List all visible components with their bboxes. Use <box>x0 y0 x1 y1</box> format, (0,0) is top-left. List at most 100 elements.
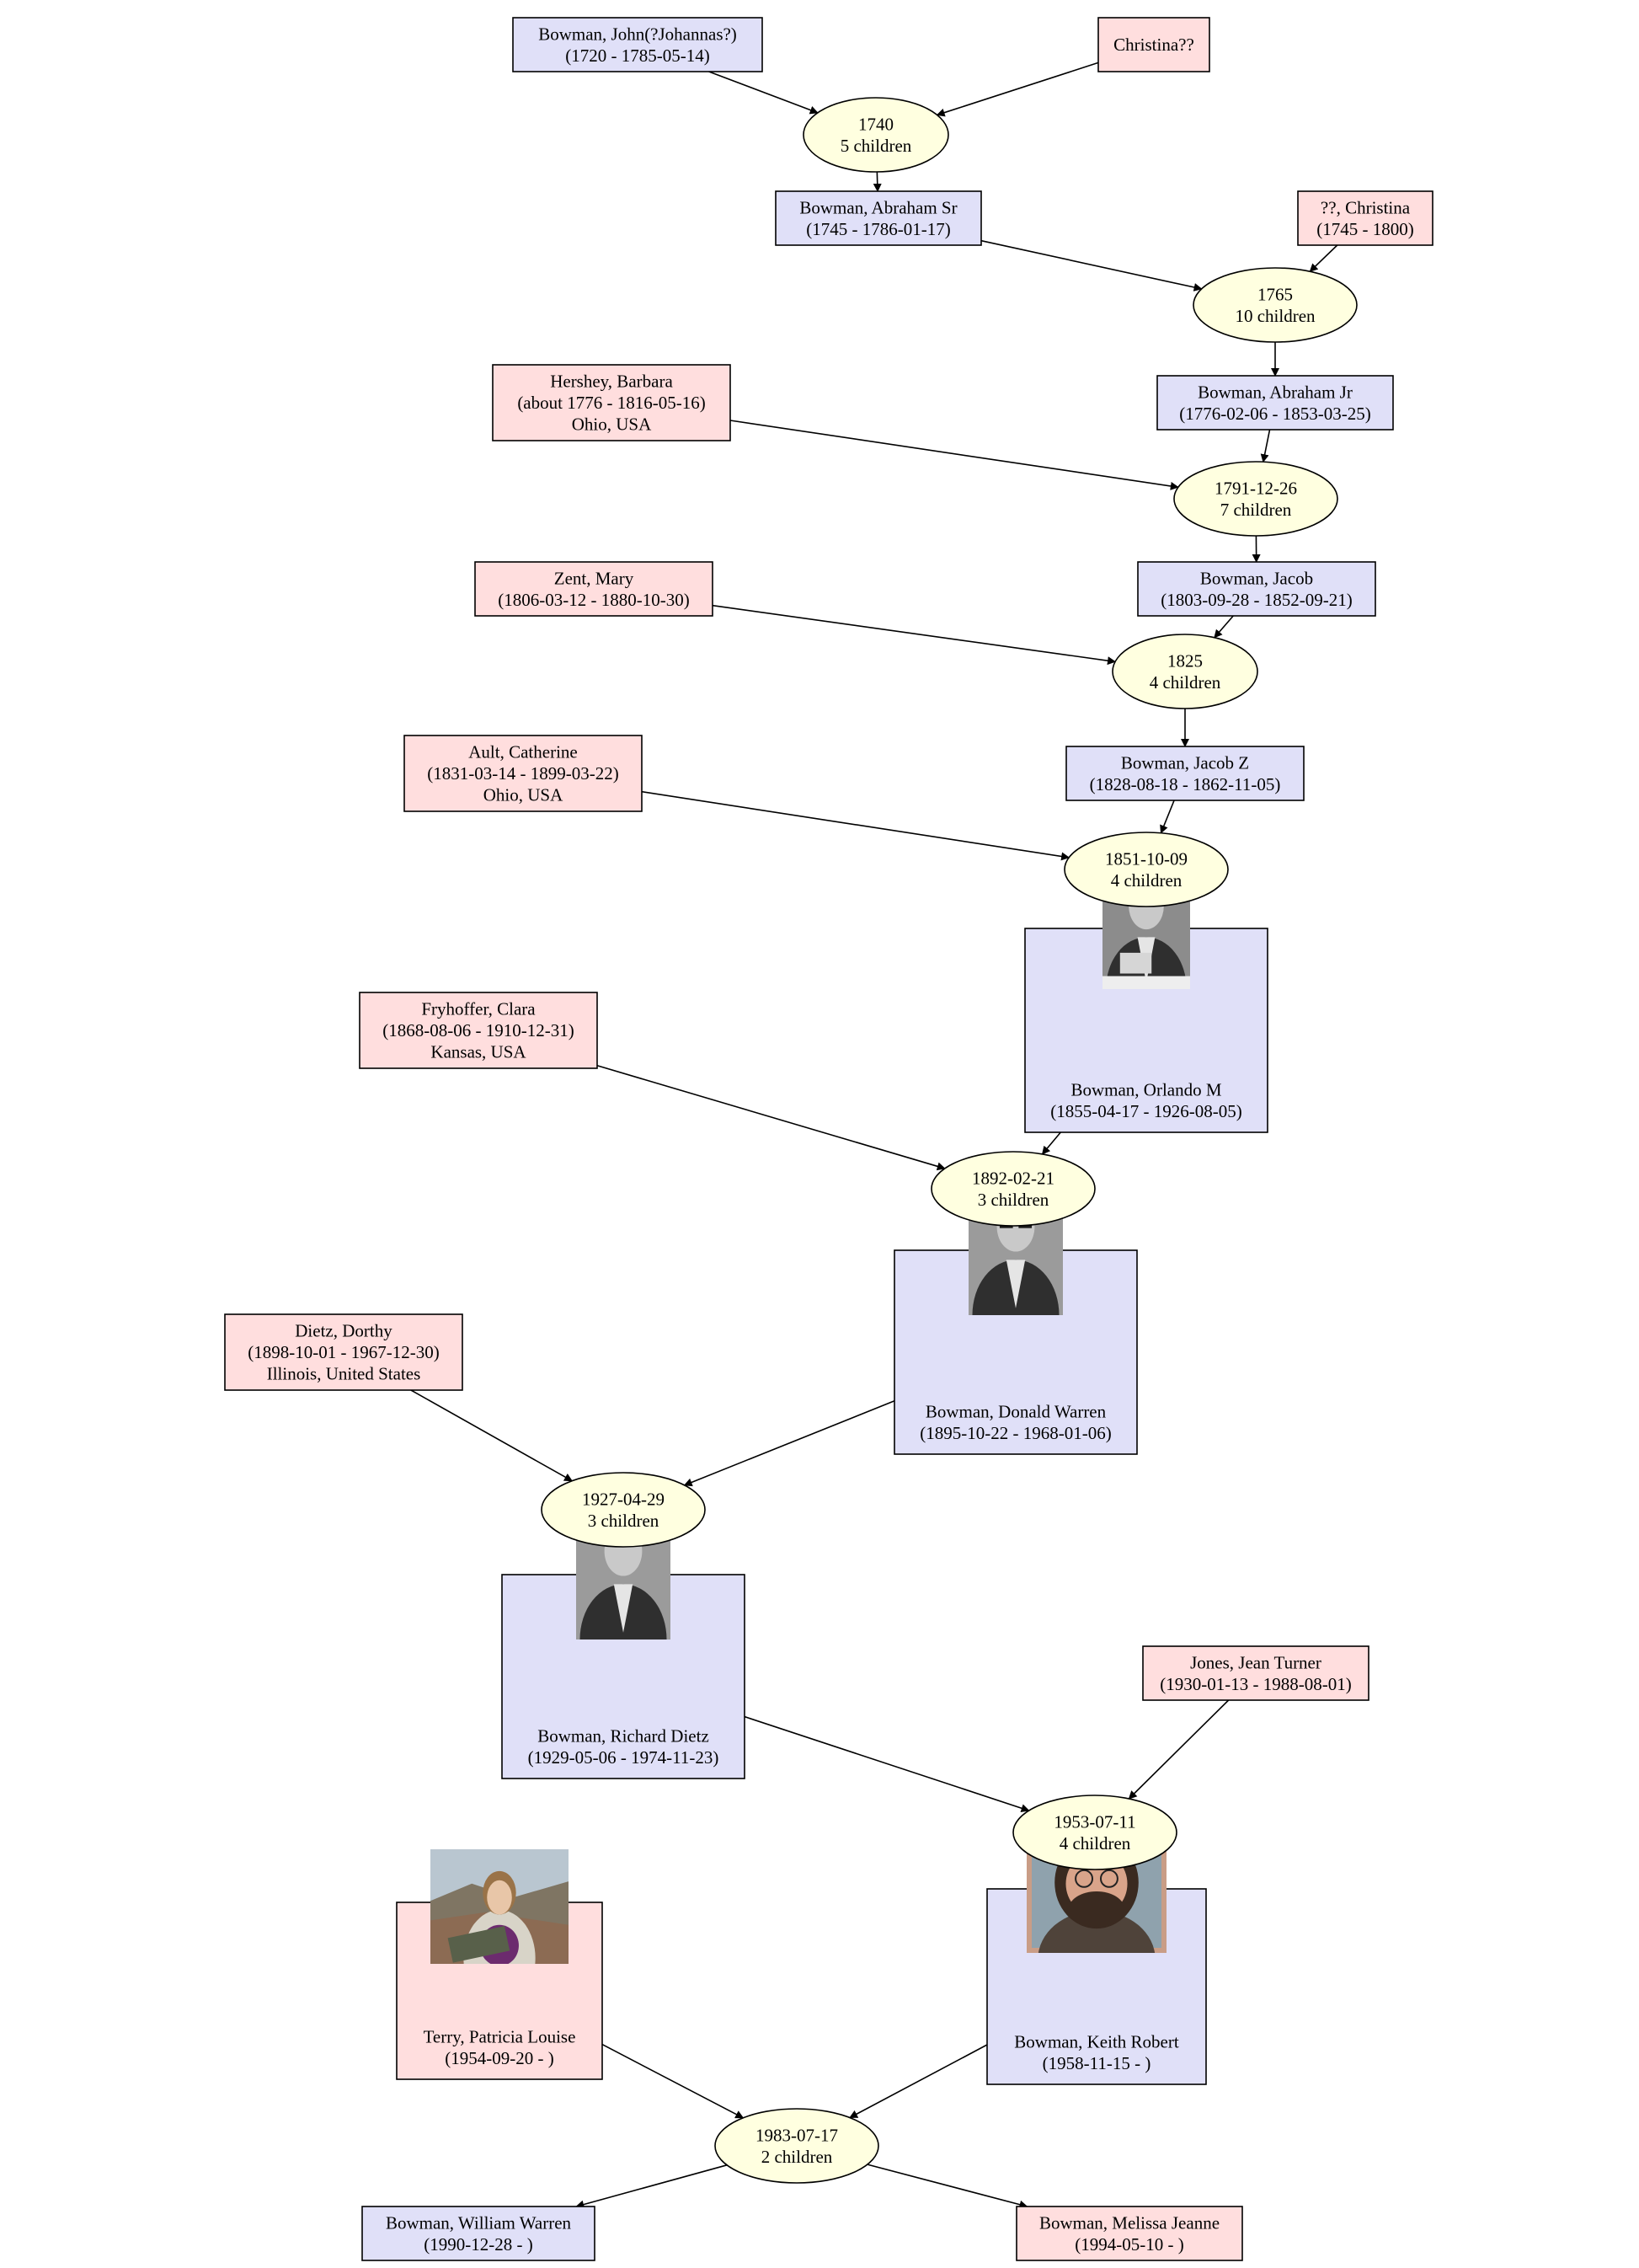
family-node-f1892[interactable]: 1892-02-213 children <box>931 1151 1096 1227</box>
edge-jacob-to-f1825 <box>1214 615 1234 639</box>
person-box <box>474 561 713 617</box>
edge-abrahamsr-to-f1765 <box>980 239 1203 292</box>
person-jean-line-2: (1930-01-13 - 1988-08-01) <box>1160 1674 1351 1694</box>
family-ellipse <box>1064 832 1229 907</box>
person-node-jean[interactable]: Jones, Jean Turner(1930-01-13 - 1988-08-… <box>1142 1645 1369 1701</box>
person-node-william[interactable]: Bowman, William Warren(1990-12-28 - ) <box>361 2206 595 2261</box>
person-jacob-line-2: (1803-09-28 - 1852-09-21) <box>1161 590 1352 610</box>
person-node-dorthy[interactable]: Dietz, Dorthy(1898-10-01 - 1967-12-30)Il… <box>224 1313 463 1391</box>
person-dorthy-line-2: (1898-10-01 - 1967-12-30) <box>248 1342 439 1362</box>
person-christina2-line-2: (1745 - 1800) <box>1316 219 1413 239</box>
person-node-christina1[interactable]: Christina?? <box>1097 17 1210 72</box>
family-f1765-line-2: 10 children <box>1235 306 1316 326</box>
person-box <box>1142 1645 1369 1701</box>
person-dorthy-line-3: Illinois, United States <box>267 1364 421 1384</box>
person-clara-line-2: (1868-08-06 - 1910-12-31) <box>382 1020 574 1040</box>
person-barbara-line-1: Hershey, Barbara <box>550 372 673 392</box>
edge-mary-to-f1825 <box>712 604 1117 666</box>
person-abrahamsr-line-2: (1745 - 1786-01-17) <box>806 219 950 239</box>
person-node-john[interactable]: Bowman, John(?Johannas?)(1720 - 1785-05-… <box>512 17 763 72</box>
edge-clara-to-f1892 <box>596 1064 946 1171</box>
family-ellipse <box>1173 461 1338 537</box>
family-node-f1953[interactable]: 1953-07-114 children <box>1012 1795 1177 1870</box>
person-node-clara[interactable]: Fryhoffer, Clara(1868-08-06 - 1910-12-31… <box>359 992 598 1069</box>
family-node-f1791[interactable]: 1791-12-267 children <box>1173 461 1338 537</box>
person-node-christina2[interactable]: ??, Christina(1745 - 1800) <box>1297 190 1433 246</box>
family-f1892-line-2: 3 children <box>978 1190 1049 1210</box>
family-f1765-line-1: 1765 <box>1257 284 1293 304</box>
person-donald-line-2: (1895-10-22 - 1968-01-06) <box>920 1423 1111 1443</box>
person-box <box>492 364 731 441</box>
edge-jacobz-to-f1851 <box>1160 800 1175 834</box>
edge-christina1-to-f1740 <box>936 62 1099 117</box>
person-john-line-1: Bowman, John(?Johannas?) <box>538 24 737 44</box>
family-ellipse <box>1193 267 1358 343</box>
edge-abrahamjr-to-f1791 <box>1260 429 1271 463</box>
diagram-nodes: Bowman, John(?Johannas?)(1720 - 1785-05-… <box>224 17 1433 2261</box>
person-melissa-line-2: (1994-05-10 - ) <box>1075 2234 1183 2255</box>
family-node-f1927[interactable]: 1927-04-293 children <box>541 1472 706 1548</box>
person-richard-line-2: (1929-05-06 - 1974-11-23) <box>528 1747 719 1768</box>
family-f1825-line-2: 4 children <box>1150 672 1221 693</box>
person-mary-line-2: (1806-03-12 - 1880-10-30) <box>498 590 689 610</box>
person-abrahamjr-line-2: (1776-02-06 - 1853-03-25) <box>1179 404 1370 424</box>
person-box <box>359 992 598 1069</box>
family-node-f1983[interactable]: 1983-07-172 children <box>714 2108 879 2184</box>
family-node-f1851[interactable]: 1851-10-094 children <box>1064 832 1229 907</box>
person-node-barbara[interactable]: Hershey, Barbara(about 1776 - 1816-05-16… <box>492 364 731 441</box>
person-orlando-line-1: Bowman, Orlando M <box>1070 1080 1221 1100</box>
edge-dorthy-to-f1927 <box>410 1389 574 1482</box>
person-william-line-2: (1990-12-28 - ) <box>424 2234 532 2255</box>
edge-orlando-to-f1892 <box>1041 1131 1061 1155</box>
person-node-abrahamjr[interactable]: Bowman, Abraham Jr(1776-02-06 - 1853-03-… <box>1156 375 1394 431</box>
person-box <box>1097 17 1210 72</box>
edge-christina2-to-f1765 <box>1309 244 1338 272</box>
person-patricia-line-2: (1954-09-20 - ) <box>445 2048 553 2068</box>
person-clara-line-1: Fryhoffer, Clara <box>421 999 536 1019</box>
person-box <box>403 735 643 812</box>
person-node-jacob[interactable]: Bowman, Jacob(1803-09-28 - 1852-09-21) <box>1137 561 1376 617</box>
person-orlando-line-2: (1855-04-17 - 1926-08-05) <box>1050 1101 1241 1121</box>
person-keith-line-1: Bowman, Keith Robert <box>1014 2032 1179 2052</box>
person-abrahamjr-line-1: Bowman, Abraham Jr <box>1198 382 1353 402</box>
family-ellipse <box>1112 634 1258 709</box>
person-box <box>1297 190 1433 246</box>
person-node-richard[interactable]: Bowman, Richard Dietz(1929-05-06 - 1974-… <box>501 1501 745 1779</box>
family-f1740-line-2: 5 children <box>841 136 912 156</box>
family-ellipse <box>714 2108 879 2184</box>
person-box <box>1156 375 1394 431</box>
person-jacobz-line-2: (1828-08-18 - 1862-11-05) <box>1090 774 1281 794</box>
family-f1983-line-2: 2 children <box>761 2147 833 2167</box>
family-ellipse <box>803 97 949 173</box>
family-f1791-line-2: 7 children <box>1220 500 1292 520</box>
edge-f1740-to-abrahamsr <box>873 171 882 192</box>
person-catherine-line-1: Ault, Catherine <box>468 742 577 762</box>
person-node-catherine[interactable]: Ault, Catherine(1831-03-14 - 1899-03-22)… <box>403 735 643 812</box>
person-node-patricia[interactable]: Terry, Patricia Louise(1954-09-20 - ) <box>396 1849 603 2080</box>
person-jacobz-line-1: Bowman, Jacob Z <box>1121 752 1249 773</box>
family-f1892-line-1: 1892-02-21 <box>972 1168 1054 1188</box>
person-node-mary[interactable]: Zent, Mary(1806-03-12 - 1880-10-30) <box>474 561 713 617</box>
person-christina2-line-1: ??, Christina <box>1321 197 1411 217</box>
family-f1953-line-1: 1953-07-11 <box>1054 1811 1135 1832</box>
edge-jean-to-f1953 <box>1128 1699 1230 1800</box>
person-node-jacobz[interactable]: Bowman, Jacob Z(1828-08-18 - 1862-11-05) <box>1065 746 1305 801</box>
person-patricia-line-1: Terry, Patricia Louise <box>424 2027 576 2047</box>
person-dorthy-line-1: Dietz, Dorthy <box>295 1321 392 1341</box>
person-node-abrahamsr[interactable]: Bowman, Abraham Sr(1745 - 1786-01-17) <box>775 190 982 246</box>
person-christina1-line-1: Christina?? <box>1113 35 1194 55</box>
person-box <box>1137 561 1376 617</box>
person-catherine-line-3: Ohio, USA <box>483 785 563 805</box>
person-catherine-line-2: (1831-03-14 - 1899-03-22) <box>427 763 618 784</box>
family-f1740-line-1: 1740 <box>858 114 894 134</box>
edge-richard-to-f1953 <box>744 1715 1030 1813</box>
person-node-melissa[interactable]: Bowman, Melissa Jeanne(1994-05-10 - ) <box>1016 2206 1243 2261</box>
person-node-donald[interactable]: Bowman, Donald Warren(1895-10-22 - 1968-… <box>894 1177 1138 1455</box>
person-richard-line-1: Bowman, Richard Dietz <box>537 1726 709 1746</box>
person-box <box>1065 746 1305 801</box>
person-box <box>1016 2206 1243 2261</box>
person-box <box>512 17 763 72</box>
